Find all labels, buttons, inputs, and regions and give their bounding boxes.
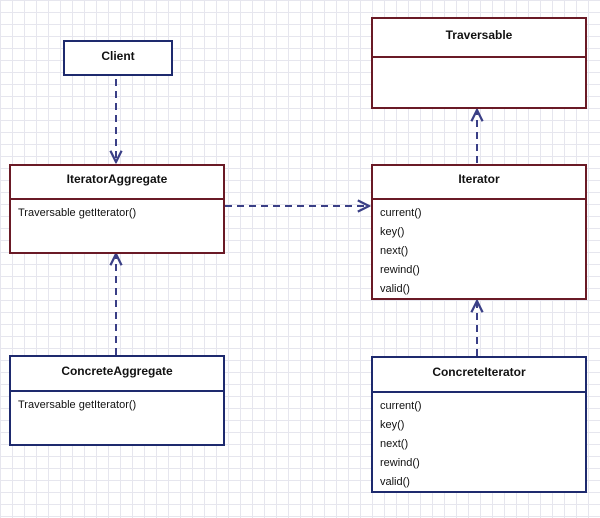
member: next()	[380, 245, 409, 257]
traversable-class-name: Traversable	[373, 19, 585, 58]
member: valid()	[380, 283, 410, 295]
member: Traversable getIterator()	[18, 399, 137, 411]
client-class-name: Client	[65, 42, 171, 76]
iteratoraggregate-class: IteratorAggregate Traversable getIterato…	[9, 164, 225, 254]
member: valid()	[380, 476, 410, 488]
concreteaggregate-class: ConcreteAggregate Traversable getIterato…	[9, 355, 225, 446]
iterator-class-name: Iterator	[373, 166, 585, 200]
traversable-class: Traversable	[371, 17, 587, 109]
member: current()	[380, 400, 422, 412]
iterator-class-members: current() key() next() rewind() valid()	[373, 200, 585, 303]
member: key()	[380, 226, 405, 238]
member: current()	[380, 207, 422, 219]
client-class: Client	[63, 40, 173, 76]
concreteaggregate-class-name: ConcreteAggregate	[11, 357, 223, 392]
concreteaggregate-class-members: Traversable getIterator()	[11, 392, 223, 444]
traversable-class-body	[373, 58, 585, 107]
member: Traversable getIterator()	[18, 207, 137, 219]
iteratoraggregate-class-members: Traversable getIterator()	[11, 200, 223, 252]
concreteiterator-class-members: current() key() next() rewind() valid()	[373, 393, 585, 496]
iteratoraggregate-class-name: IteratorAggregate	[11, 166, 223, 200]
member: rewind()	[380, 457, 420, 469]
iterator-class: Iterator current() key() next() rewind()…	[371, 164, 587, 300]
concreteiterator-class-name: ConcreteIterator	[373, 358, 585, 393]
member: next()	[380, 438, 409, 450]
member: key()	[380, 419, 405, 431]
concreteiterator-class: ConcreteIterator current() key() next() …	[371, 356, 587, 493]
member: rewind()	[380, 264, 420, 276]
